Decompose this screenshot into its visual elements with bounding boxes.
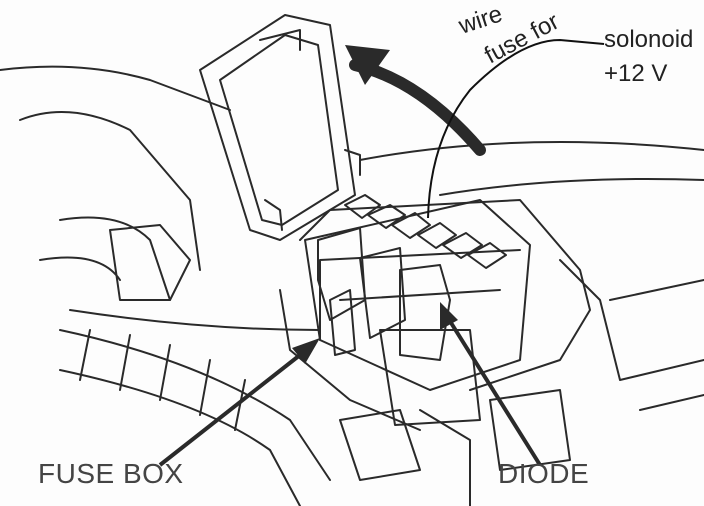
tray-outline [299,199,591,391]
frame-right-2 [609,279,704,301]
fuse-box-pointer-arrow [158,338,320,467]
fuse-6 [467,242,507,269]
solenoid-wire [427,38,605,219]
fuse-3 [391,212,431,239]
fuse-box-lid [199,14,356,241]
seat-edge-2 [439,178,704,196]
relay-block-left [317,227,366,321]
fuse-5 [442,232,483,259]
lid-tab [259,29,301,51]
frame-right [559,259,704,381]
open-direction-arrow [345,45,486,156]
bottom-right-bracket [419,409,471,506]
bottom-right-part [489,389,571,471]
lid-hinge [264,149,361,231]
cable-bundle [59,329,331,481]
cable-bundle-3 [79,329,246,431]
body-panel-outline [0,65,231,111]
fuse-box-lid-inner [219,34,339,226]
curved-wire-label: wire [455,0,506,40]
body-panel-outline-2 [19,111,201,271]
fuse-1 [344,194,381,219]
seat-edge [359,141,704,161]
cable-bundle-2 [59,369,301,506]
bottom-clamp [339,409,421,481]
relay-block-mid [359,247,406,339]
tray-outline-2 [279,289,421,431]
left-mount [109,224,191,301]
diode-label: DIODE [498,458,590,489]
fuse-4 [417,222,457,249]
frame-right-3 [639,394,704,411]
fuse-box-label: FUSE BOX [38,458,184,489]
left-tube-2 [39,256,121,281]
lower-housing-2 [329,289,356,356]
thin-wire [69,309,321,331]
solenoid-label: solonoid [604,26,694,53]
left-tube [59,216,171,301]
fuse-2 [367,204,406,229]
voltage-label: +12 V [604,60,668,87]
diode-pointer-arrow [440,302,542,467]
fuse-box-front [319,249,521,341]
